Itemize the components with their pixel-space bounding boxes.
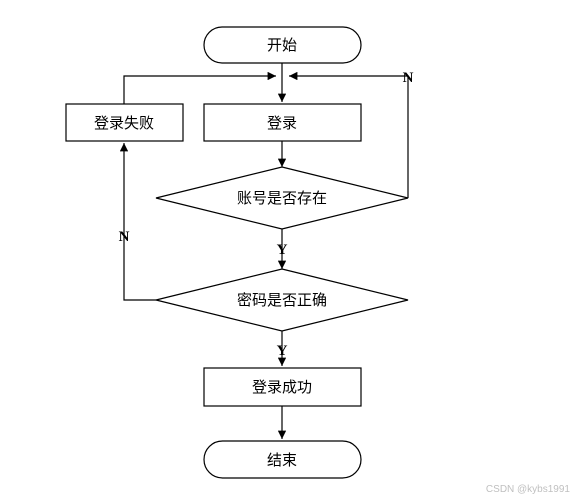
password-check-node: 密码是否正确: [155, 268, 409, 332]
start-label: 开始: [267, 36, 297, 54]
password-yes-label: Y: [277, 343, 288, 359]
password-check-label: 密码是否正确: [237, 291, 327, 309]
login-success-node: 登录成功: [203, 367, 362, 407]
account-yes-label: Y: [277, 242, 288, 258]
edge-account-no: [289, 71, 409, 198]
end-node: 结束: [203, 440, 362, 479]
account-check-node: 账号是否存在: [155, 166, 409, 230]
password-no-label: N: [119, 229, 130, 245]
login-success-label: 登录成功: [252, 378, 312, 396]
edge-password-no: [119, 143, 156, 301]
login-failed-label: 登录失败: [94, 114, 154, 132]
account-check-label: 账号是否存在: [237, 189, 327, 207]
end-label: 结束: [267, 451, 297, 469]
start-node: 开始: [203, 26, 362, 64]
edge-failed-to-login: [123, 71, 276, 104]
login-failed-node: 登录失败: [65, 103, 184, 142]
login-node: 登录: [203, 103, 362, 142]
watermark: CSDN @kybs1991: [486, 484, 571, 495]
login-label: 登录: [267, 114, 297, 132]
account-no-label: N: [403, 70, 414, 86]
